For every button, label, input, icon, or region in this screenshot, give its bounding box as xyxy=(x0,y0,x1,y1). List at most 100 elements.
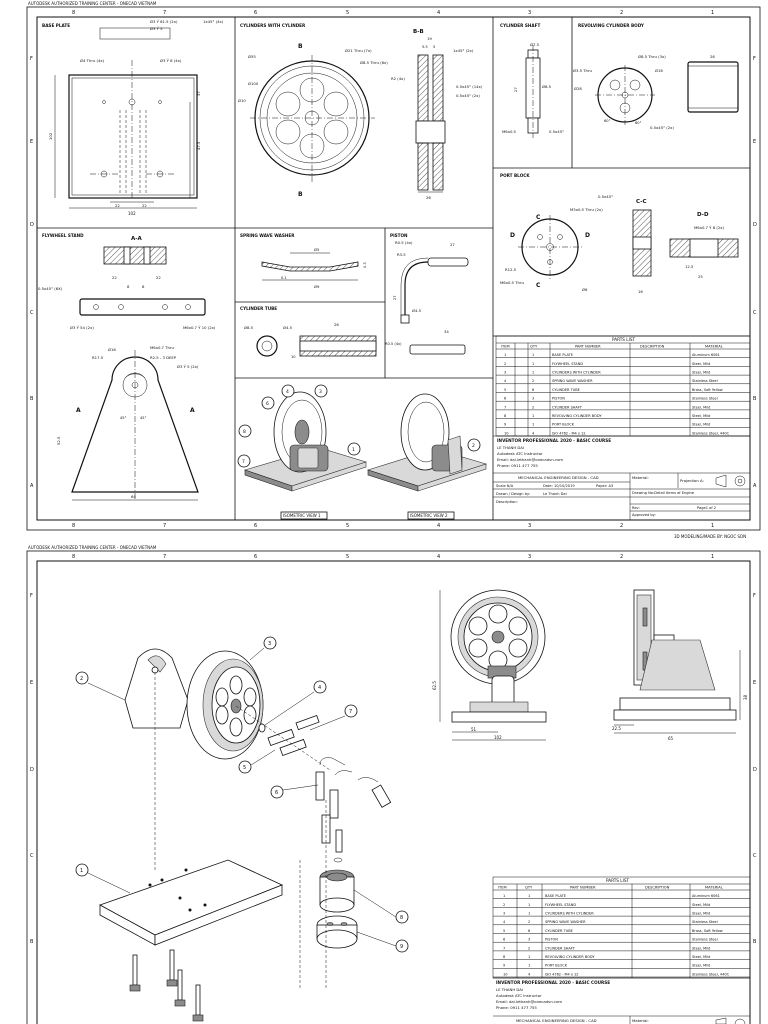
col-header: QTY xyxy=(530,345,538,349)
table-cell: 1 xyxy=(528,903,530,907)
view-label: ISOMETRIC VIEW 2 xyxy=(410,513,448,518)
table-cell: 1 xyxy=(503,894,505,898)
balloon-label: 7 xyxy=(242,459,245,465)
table-cell: FLYWHEEL STAND xyxy=(545,903,576,907)
table-cell: Steel, Mild xyxy=(692,371,710,375)
cylinder-shaft-panel: CYLINDER SHAFT Ø7.5 Ø8.5 27 M6x0.5 0.5x4… xyxy=(500,23,564,138)
material-label: Material: xyxy=(632,475,649,480)
dim-label: Ø4.5 xyxy=(412,308,422,313)
zone-col: 2 xyxy=(620,10,623,16)
table-cell: PORT BLOCK xyxy=(545,964,568,968)
balloon-label: 2 xyxy=(472,443,475,449)
title-block-sheet1: INVENTOR PROFESSIONAL 2020 - BASIC COURS… xyxy=(493,435,750,520)
zone-row: F xyxy=(753,56,756,62)
zone-row: B xyxy=(30,939,34,945)
dim-label: 102 xyxy=(48,132,53,140)
dim-label: 5.5 xyxy=(422,45,428,49)
revolving-body-panel: REVOLVING CYLINDER BODY Ø8.5 Thru (3x) Ø… xyxy=(573,23,739,130)
dim-label: Ø3 Ÿ 8 (4x) xyxy=(160,58,182,63)
zone-row: D xyxy=(753,222,757,228)
sheet1-zone-cols-top: 8 7 6 5 4 3 2 1 xyxy=(72,10,714,16)
panel-title: CYLINDERS WITH CYLINDER xyxy=(240,23,306,28)
dim-label: Ø100 xyxy=(248,81,259,86)
table-cell: REVOLVING CYLINDER BODY xyxy=(552,414,602,418)
table-cell: CYLINDERS WITH CYLINDER xyxy=(545,912,594,916)
title-block-sheet2: INVENTOR PROFESSIONAL 2020 - BASIC COURS… xyxy=(493,977,750,1024)
table-cell: 1 xyxy=(504,353,506,357)
table-cell: Brass, Soft Yellow xyxy=(692,388,723,392)
dim-label: Ø3 Ÿ 54 (2x) xyxy=(70,325,94,330)
table-cell: Steel, Mild xyxy=(692,955,710,959)
table-cell: Steel, Mild xyxy=(692,414,710,418)
section-mark: D xyxy=(585,232,590,239)
dim-label: Ø5 xyxy=(314,247,320,252)
zone-row: D xyxy=(30,222,34,228)
panel-title: PISTON xyxy=(390,233,408,238)
table-cell: 5 xyxy=(503,929,505,933)
section-mark: B xyxy=(298,191,303,198)
dim-label: Ø55 xyxy=(248,54,256,59)
table-cell: 6 xyxy=(503,938,505,942)
spring-washer-panel: SPRING WAVE WASHER Ø5 Ø9 0.1 0.3 xyxy=(240,233,367,289)
dim-label: Ø6 xyxy=(582,287,588,292)
description-label: Description: xyxy=(496,500,518,504)
dim-label: 22.5 xyxy=(612,726,621,731)
author-line: Email: dai.lethanh@onecadvn.com xyxy=(497,457,563,462)
col-header: ITEM xyxy=(498,886,507,890)
balloon-label: 6 xyxy=(266,401,269,407)
dim-label: M6x0.7 Thru xyxy=(150,345,174,350)
zone-col: 2 xyxy=(620,523,623,529)
stand-profile xyxy=(71,356,199,493)
zone-row: F xyxy=(753,593,756,599)
table-cell: PISTON xyxy=(545,938,558,942)
table-cell: 2 xyxy=(528,946,530,950)
dim-label: Ø4.5 xyxy=(283,325,293,330)
table-cell: Steel, Mild xyxy=(692,362,710,366)
table-cell: Stainless Steel, 440C xyxy=(692,431,730,435)
table-cell: PISTON xyxy=(552,397,565,401)
table-cell: 2 xyxy=(528,920,530,924)
zone-col: 2 xyxy=(620,554,623,560)
zone-row: E xyxy=(753,139,756,145)
table-cell: Steel, Mild xyxy=(692,912,710,916)
sheet1-zone-cols-bottom: 8 7 6 5 4 3 2 1 xyxy=(72,523,714,529)
zone-row: F xyxy=(30,593,33,599)
dim-label: 45° xyxy=(140,416,147,420)
dim-label: 0.5x45° (2x) xyxy=(650,125,674,130)
table-cell: 2 xyxy=(503,903,505,907)
iso-view-1: 6 4 3 8 7 1 ISOMETRIC VIEW 1 xyxy=(237,384,368,520)
zone-col: 8 xyxy=(72,523,75,529)
zone-row: D xyxy=(30,767,34,773)
table-cell: Stainless Steel xyxy=(692,920,718,924)
zone-col: 6 xyxy=(254,523,257,529)
author-line: Email: dai.lethanh@onecadvn.com xyxy=(496,999,562,1004)
table-cell: 8 xyxy=(503,955,505,959)
table-cell: 3 xyxy=(503,912,505,916)
sheet-1: AUTODESK AUTHORIZED TRAINING CENTER - ON… xyxy=(26,1,761,539)
table-cell: 7 xyxy=(504,405,506,409)
course-title: INVENTOR PROFESSIONAL 2020 - BASIC COURS… xyxy=(496,980,610,985)
assembly-side-view: 22.5 65 38 xyxy=(612,589,748,741)
zone-row: C xyxy=(30,310,34,316)
section-mark: C xyxy=(536,214,541,221)
panel-title: BASE PLATE xyxy=(42,23,70,28)
footer-credit: 3D MODELING/MADE BY: NGOC SON xyxy=(674,534,746,539)
table-cell: Brass, Soft Yellow xyxy=(692,929,723,933)
dept-label: MECHANICAL ENGINEERING DESIGN - CAD xyxy=(516,1018,597,1023)
dim-label: 16 xyxy=(638,289,643,294)
table-cell: 1 xyxy=(532,353,534,357)
projection-label: Projection A: xyxy=(680,478,704,483)
table-cell: 6 xyxy=(504,397,506,401)
table-cell: Aluminum 6061 xyxy=(692,894,720,898)
dim-label: 22 xyxy=(112,275,117,280)
table-cell: 4 xyxy=(532,431,535,435)
dim-label: Ø8.5 Thru (3x) xyxy=(638,54,666,59)
